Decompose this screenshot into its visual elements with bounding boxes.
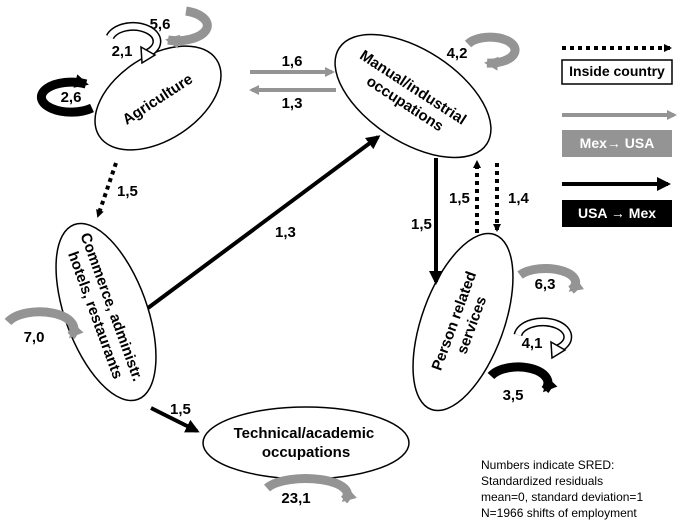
legend-usa-mex: USA → Mex <box>562 177 672 227</box>
node-technical: Technical/academic occupations <box>202 406 410 480</box>
edge-person-to-manual-label: 1,5 <box>449 190 470 207</box>
edge-person-to-manual: 1,5 <box>449 160 481 233</box>
legend-inside-country: Inside country <box>561 44 673 85</box>
edge-agri-to-commerce-label: 1,5 <box>117 183 138 200</box>
note-line-1: Numbers indicate SRED: <box>481 458 615 472</box>
loop-technical-gray: 23,1 <box>264 474 357 507</box>
edge-agri-to-manual-label: 1,6 <box>282 53 303 70</box>
loop-agri-black-label: 2,6 <box>61 89 82 106</box>
loop-agri-white: 2,1 <box>105 21 162 65</box>
loop-commerce-gray: 7,0 <box>4 307 84 346</box>
loop-person-black-label: 3,5 <box>503 387 524 404</box>
edge-commerce-to-technical-label: 1,5 <box>170 401 191 418</box>
legend-inside-label: Inside country <box>569 63 665 79</box>
loop-commerce-gray-label: 7,0 <box>24 329 45 346</box>
edge-manual-to-person-dotted: 1,4 <box>493 163 530 232</box>
loop-agri-black: 2,6 <box>36 74 94 117</box>
node-technical-line2: occupations <box>262 444 350 461</box>
loop-person-white-label: 4,1 <box>522 335 543 352</box>
note-line-2: Standardized residuals <box>481 474 604 488</box>
edge-commerce-to-manual: 1,3 <box>146 135 381 310</box>
loop-agri-white-label: 2,1 <box>112 43 133 60</box>
legend-mex-usa: Mex→ USA <box>562 110 677 157</box>
node-agriculture: Agriculture <box>94 45 222 151</box>
loop-person-white: 4,1 <box>513 317 573 360</box>
legend: Inside country Mex→ USA USA → Mex <box>561 44 677 227</box>
loop-person-gray: 6,3 <box>517 263 585 294</box>
loop-manual-gray-label: 4,2 <box>447 45 468 62</box>
edge-manual-to-person-solid-label: 1,5 <box>411 216 432 233</box>
edge-manual-to-agri: 1,3 <box>249 85 336 112</box>
note-line-4: N=1966 shifts of employment <box>481 506 637 520</box>
loop-person-black: 3,5 <box>487 362 558 404</box>
edge-commerce-to-technical: 1,5 <box>150 401 200 433</box>
edge-agri-to-manual: 1,6 <box>250 53 335 77</box>
edge-manual-to-agri-label: 1,3 <box>282 95 303 112</box>
loop-manual-gray: 4,2 <box>447 32 520 71</box>
node-technical-label: Technical/academic occupations <box>234 425 379 461</box>
edge-manual-to-person-dotted-label: 1,4 <box>508 190 530 207</box>
edge-commerce-to-manual-label: 1,3 <box>275 224 296 241</box>
legend-usa-mex-label: USA → Mex <box>578 205 656 221</box>
edge-manual-to-person-solid: 1,5 <box>411 158 443 285</box>
node-technical-line1: Technical/academic <box>234 425 375 442</box>
sred-note: Numbers indicate SRED: Standardized resi… <box>481 457 643 521</box>
node-commerce: Commerce, administr. hotels, restaurants <box>55 222 157 402</box>
node-person-related: Person related services <box>412 232 514 412</box>
node-manual-industrial: Manual/industrial occupations <box>334 33 492 159</box>
legend-mex-usa-label: Mex→ USA <box>580 135 655 151</box>
note-line-3: mean=0, standard deviation=1 <box>481 490 644 504</box>
loop-person-gray-label: 6,3 <box>535 276 556 293</box>
loop-technical-gray-label: 23,1 <box>281 490 310 507</box>
edge-agri-to-commerce: 1,5 <box>96 162 138 218</box>
